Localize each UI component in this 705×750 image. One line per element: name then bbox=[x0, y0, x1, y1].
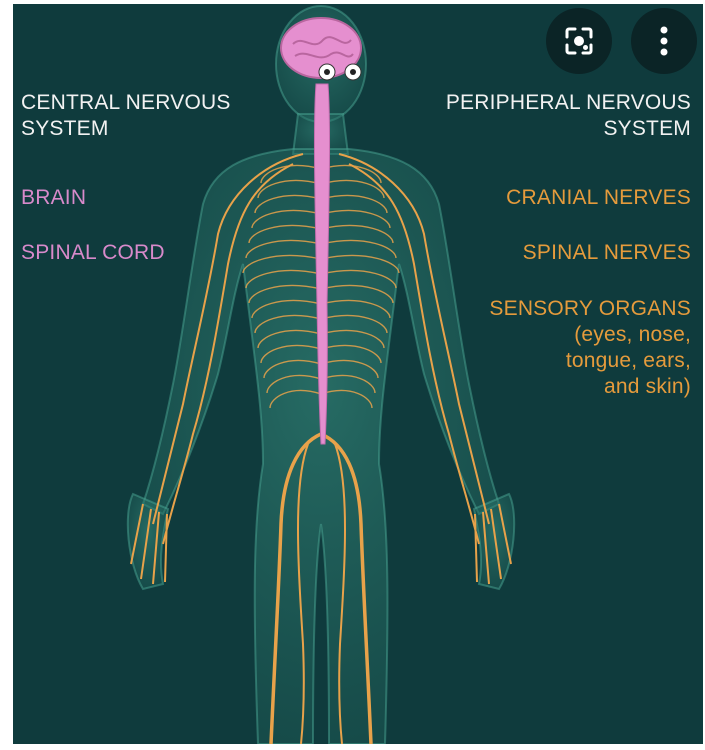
lens-icon bbox=[561, 23, 597, 59]
lens-button[interactable] bbox=[546, 8, 612, 74]
spinal-nerves-label: SPINAL NERVES bbox=[523, 240, 691, 266]
sensory-organs-label: SENSORY ORGANS (eyes, nose, tongue, ears… bbox=[489, 296, 691, 400]
more-options-button[interactable] bbox=[631, 8, 697, 74]
central-nervous-system-title: CENTRAL NERVOUS SYSTEM bbox=[21, 90, 231, 142]
spinal-cord-label: SPINAL CORD bbox=[21, 240, 165, 266]
more-vert-icon bbox=[659, 25, 669, 57]
brain-label: BRAIN bbox=[21, 185, 86, 211]
diagram-frame: CENTRAL NERVOUS SYSTEM BRAIN SPINAL CORD… bbox=[13, 4, 703, 744]
cranial-nerves-label: CRANIAL NERVES bbox=[506, 185, 691, 211]
peripheral-nervous-system-title: PERIPHERAL NERVOUS SYSTEM bbox=[446, 90, 691, 142]
